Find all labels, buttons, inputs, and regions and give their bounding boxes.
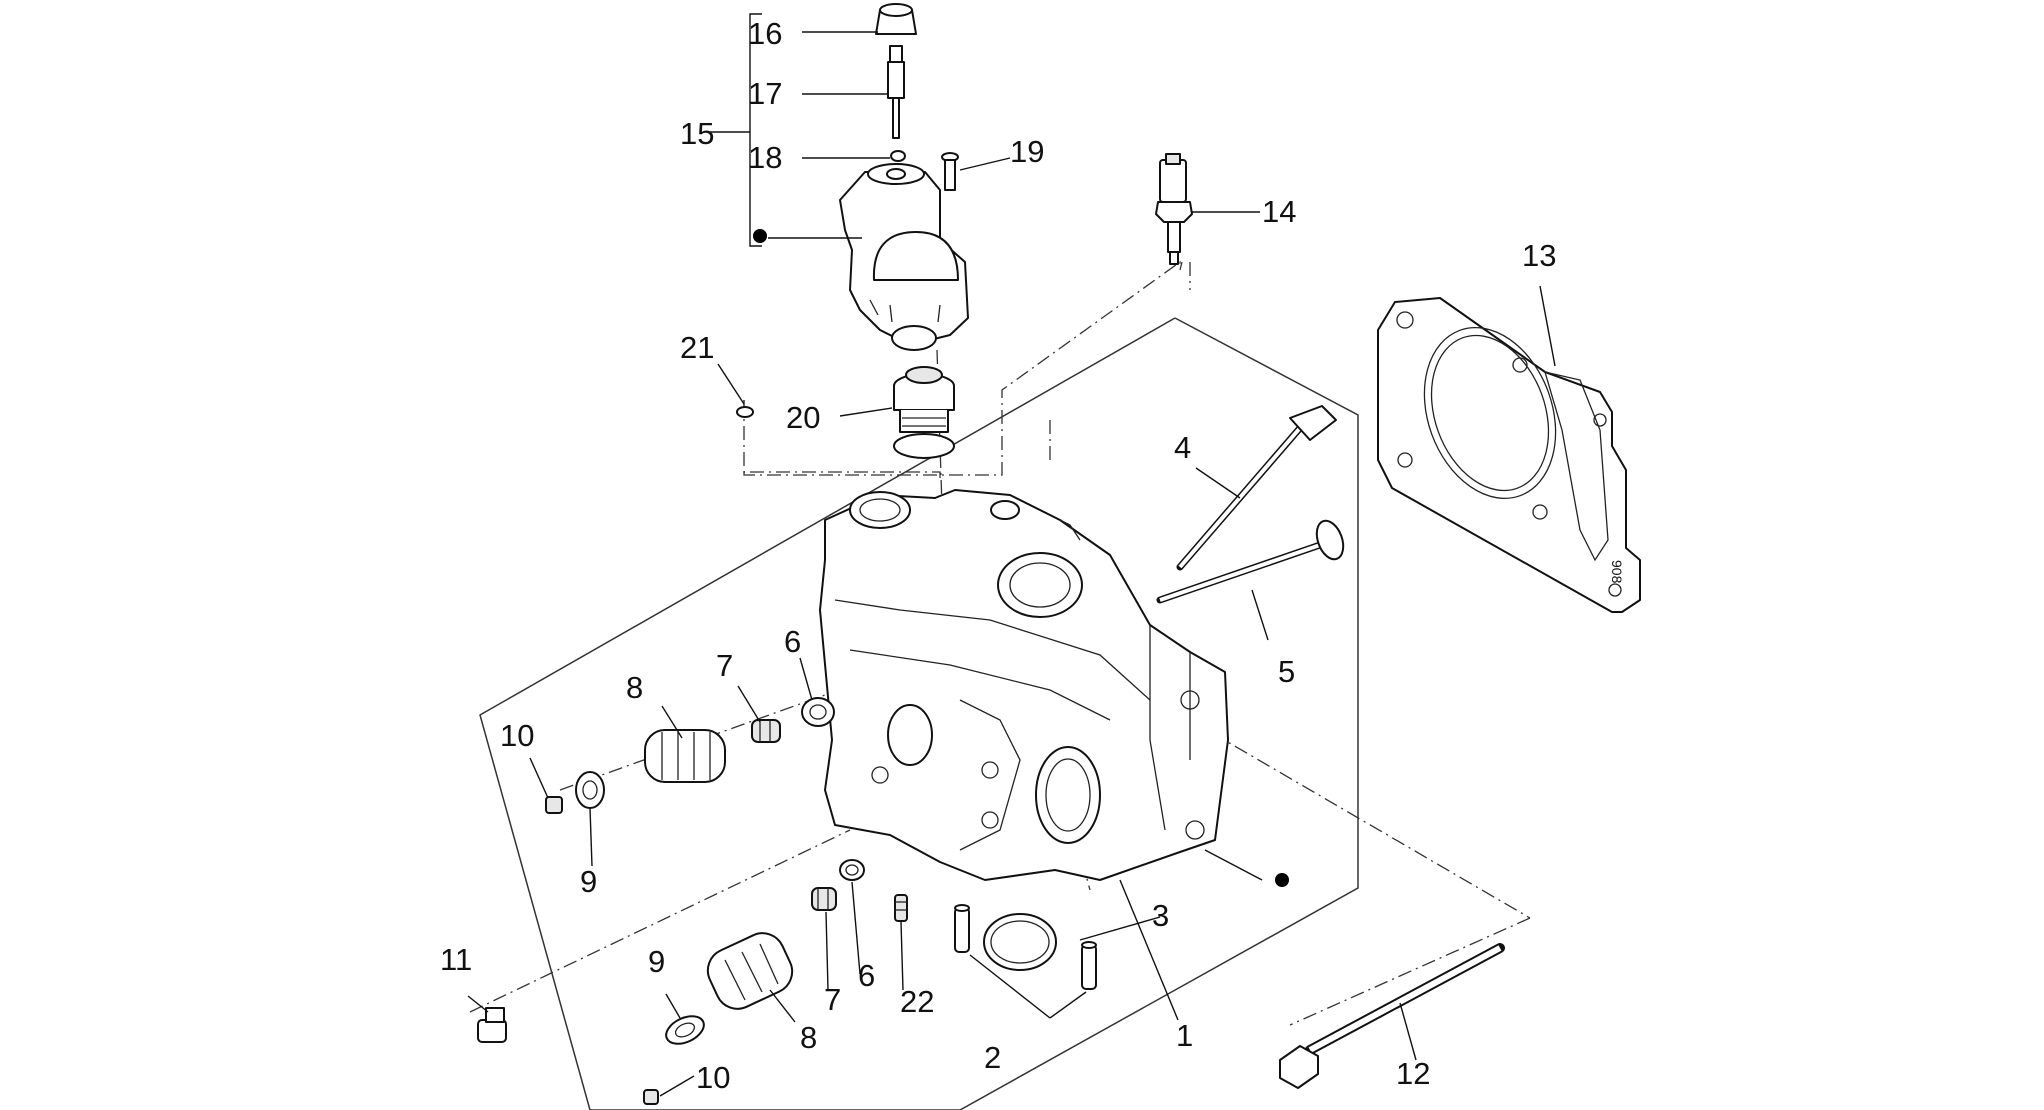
callout-19: 19 — [1010, 134, 1044, 169]
thermostat — [893, 366, 955, 459]
callout-14: 14 — [1262, 194, 1296, 229]
spring-retainer-upper — [575, 771, 605, 809]
short-stud — [894, 894, 908, 922]
intake-valve — [1156, 519, 1345, 604]
callout-9-upper: 9 — [580, 864, 597, 899]
valve-cotter-lower — [643, 1089, 659, 1105]
callout-7-upper: 7 — [716, 648, 733, 683]
callout-8-upper: 8 — [626, 670, 643, 705]
callout-2: 2 — [984, 1040, 1001, 1075]
callout-22: 22 — [900, 984, 934, 1019]
o-ring — [890, 150, 906, 162]
reference-dot-housing — [753, 229, 767, 243]
valve-seal-lower — [839, 859, 865, 881]
callout-8-lower: 8 — [800, 1020, 817, 1055]
leader-lines — [467, 13, 1556, 1097]
dowel-pins — [954, 904, 1097, 990]
valve-cotter-upper — [545, 796, 563, 814]
plug — [477, 1007, 507, 1043]
callout-15: 15 — [680, 116, 714, 151]
valve-spring-upper — [644, 729, 726, 783]
callout-labels: 16 17 15 18 19 14 13 21 20 4 5 6 7 8 10 … — [440, 16, 1556, 1095]
exhaust-valve — [1176, 405, 1337, 571]
bleed-cap — [875, 3, 917, 35]
callout-6-lower: 6 — [858, 958, 875, 993]
callout-9-lower: 9 — [648, 944, 665, 979]
callout-3: 3 — [1152, 898, 1169, 933]
callout-7-lower: 7 — [824, 982, 841, 1017]
callout-12: 12 — [1396, 1056, 1430, 1091]
reference-dot-head — [1275, 873, 1289, 887]
callout-16: 16 — [748, 16, 782, 51]
bleed-screw — [887, 45, 905, 139]
callout-18: 18 — [748, 140, 782, 175]
callout-1: 1 — [1176, 1018, 1193, 1053]
callout-4: 4 — [1174, 430, 1191, 465]
head-gasket: 908 — [1377, 297, 1641, 613]
callout-6-upper: 6 — [784, 624, 801, 659]
valve-stem-seal-lower — [811, 887, 837, 911]
valve-stem-seal-upper — [751, 719, 781, 743]
valve-spring-lower — [706, 932, 794, 1010]
callout-10-upper: 10 — [500, 718, 534, 753]
spring-retainer-lower — [665, 1015, 705, 1045]
housing-screw — [941, 152, 959, 191]
callout-13: 13 — [1522, 238, 1556, 273]
callout-20: 20 — [786, 400, 820, 435]
cylinder-head — [819, 489, 1229, 881]
head-stud-bolt — [1279, 943, 1505, 1089]
washer — [736, 406, 754, 418]
valve-seal-upper — [801, 697, 835, 727]
callout-17: 17 — [748, 76, 782, 111]
callout-21: 21 — [680, 330, 714, 365]
callout-5: 5 — [1278, 654, 1295, 689]
callout-11: 11 — [440, 942, 472, 977]
exhaust-gasket — [983, 913, 1057, 971]
callout-10-lower: 10 — [696, 1060, 730, 1095]
temperature-sensor — [1155, 153, 1193, 265]
thermostat-housing — [839, 163, 969, 351]
assembly-frame — [479, 317, 1359, 1110]
svg-text:908: 908 — [1609, 560, 1625, 584]
